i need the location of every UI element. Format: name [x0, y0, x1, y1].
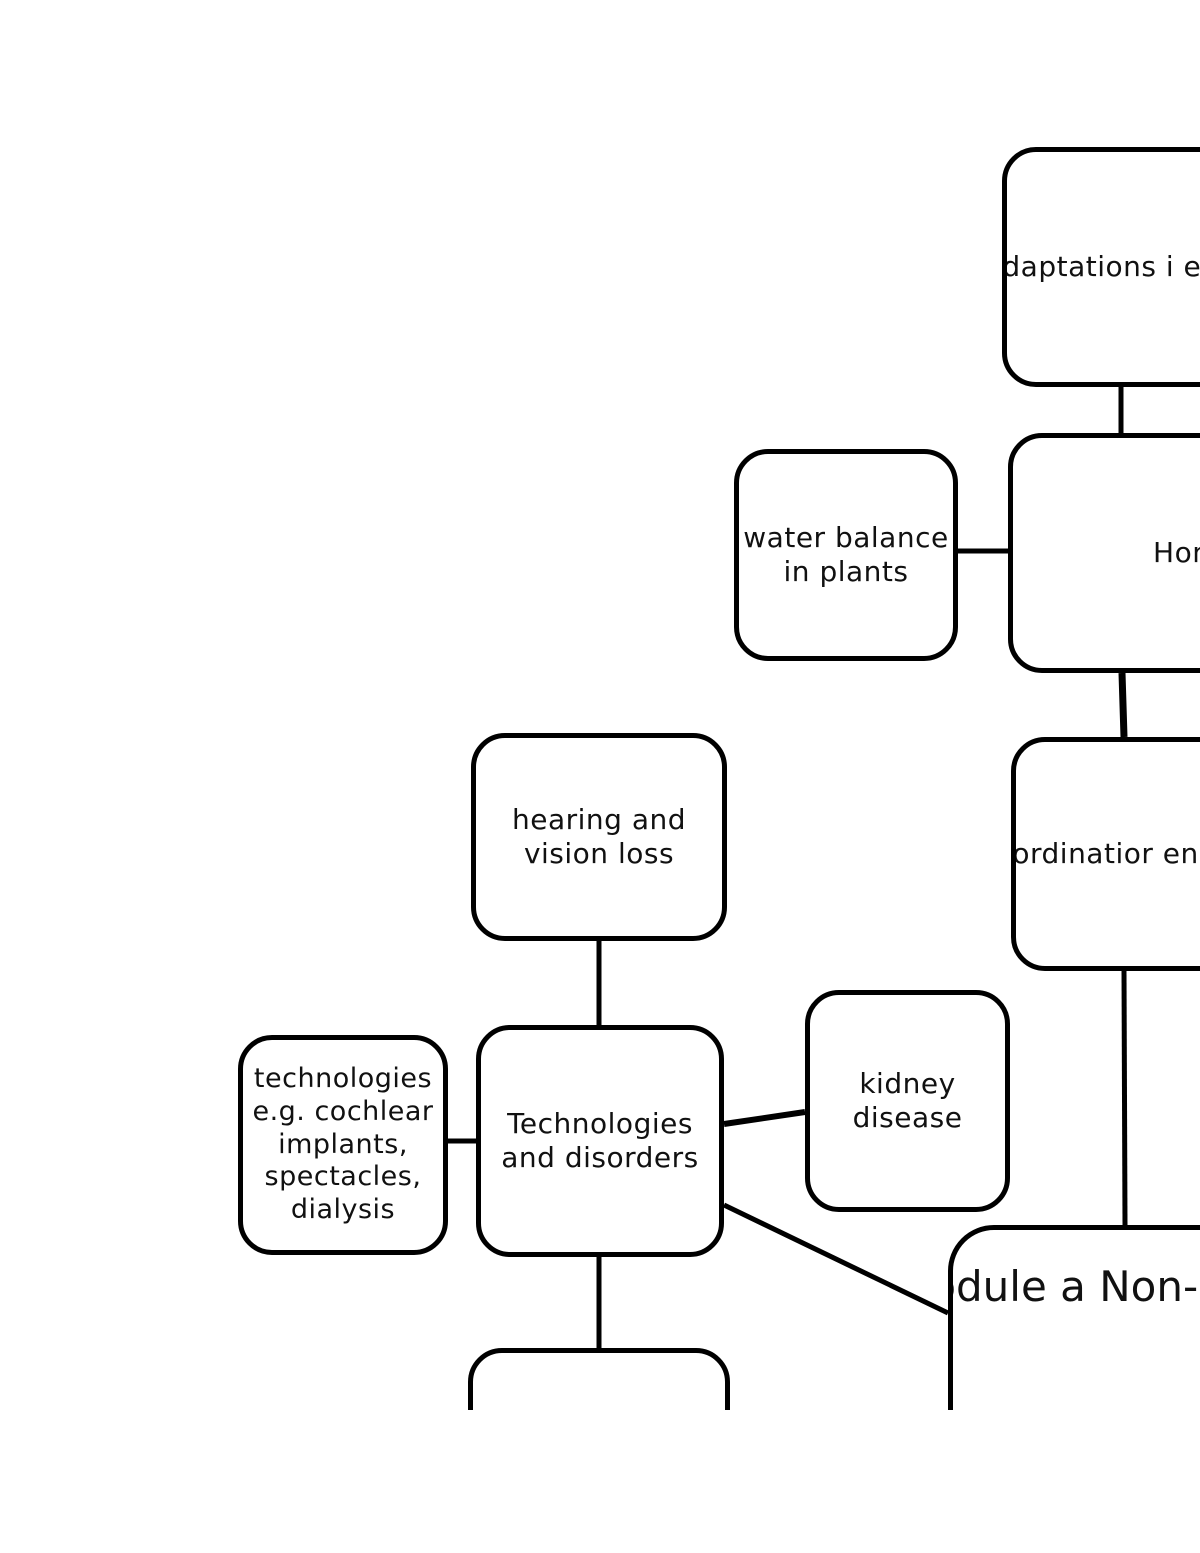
connector-homeostasis-internal — [1118, 672, 1128, 738]
node-label: internal coordinatior endocrine ar nervo… — [1012, 836, 1200, 870]
node-label: hearing and vision loss — [511, 802, 687, 870]
node-homeostasis: Homeostasi — [1008, 433, 1200, 673]
node-label: Technologies and disorders — [501, 1106, 699, 1174]
node-bottom-empty — [468, 1348, 730, 1410]
node-label: kidney disease — [852, 1066, 963, 1134]
concept-map: adaptations i endotherms Homeostasi wate… — [238, 147, 1200, 1410]
node-hearing-and-vision-loss: hearing and vision loss — [471, 733, 727, 941]
connector-layer — [448, 387, 1128, 1348]
connector-techdis-kidney — [723, 1109, 806, 1127]
node-technologies-and-disorders: Technologies and disorders — [476, 1025, 724, 1257]
node-adaptations-in-endotherms: adaptations i endotherms — [1002, 147, 1200, 387]
node-technologies-examples: technologies e.g. cochlear implants, spe… — [238, 1035, 448, 1255]
node-label: water balance in plants — [743, 520, 949, 588]
connector-techdis-module — [722, 1202, 950, 1316]
node-label: Homeostasi — [1153, 535, 1200, 569]
node-internal-coordination: internal coordinatior endocrine ar nervo… — [1011, 737, 1200, 971]
node-label: Module a Non- infectiou — [953, 1262, 1200, 1311]
node-module-non-infectious: Module a Non- infectiou — [948, 1225, 1200, 1410]
connector-internal-module — [1121, 970, 1128, 1226]
node-label: adaptations i endotherms — [1002, 249, 1200, 283]
node-label: technologies e.g. cochlear implants, spe… — [252, 1062, 434, 1226]
node-kidney-disease: kidney disease — [805, 990, 1010, 1212]
node-water-balance-in-plants: water balance in plants — [734, 449, 958, 661]
